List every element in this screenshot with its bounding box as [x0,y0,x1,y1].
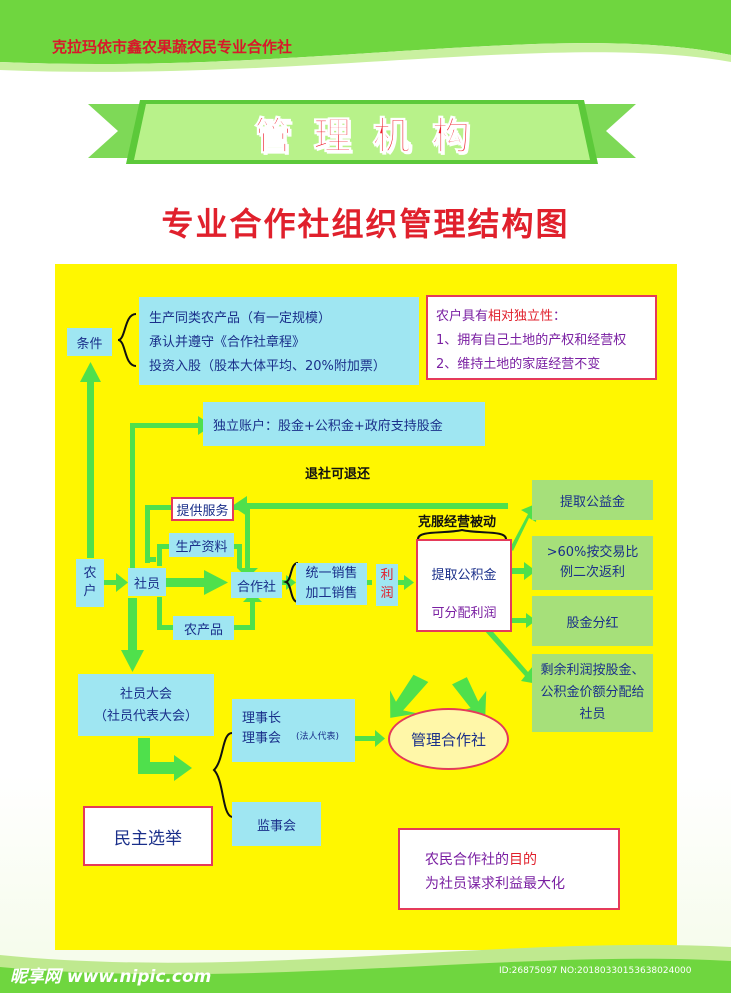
election-box: 民主选举 [83,806,213,866]
watermark-brand: 昵享网 www.nipic.com [10,967,212,987]
supervisory-node: 监事会 [232,802,321,846]
bottom-wave-decoration [0,944,731,993]
sales-label-2: 加工销售 [305,586,358,601]
withdraw-label: 退社可退还 [305,467,371,482]
independence-box: 农户具有相对独立性： 1、拥有自己土地的产权和经营权 2、维持土地的家庭经营不变 [426,295,657,380]
coop-node: 合作社 [231,572,282,598]
overcome-label: 克服经营被动 [418,515,497,530]
independence-title-emph: 相对独立性 [488,309,554,324]
assembly-node: 社员大会 （社员代表大会） [78,674,214,736]
output-rebate: >60%按交易比例二次返利 [532,536,653,590]
output-public-fund: 提取公益金 [532,480,653,520]
legal-rep-label: (法人代表) [296,732,340,742]
farmer-label: 农户 [83,566,97,599]
chairman-label: 理事长 [242,711,282,726]
output-remaining: 剩余利润按股金、公积金价额分配给社员 [532,654,653,732]
services-node: 提供服务 [171,497,234,521]
profit-label: 利润 [380,568,394,601]
condition-item: 承认并遵守《合作社章程》 [149,335,306,350]
council-label: 理事会 [242,731,282,746]
top-wave-decoration [0,0,731,72]
distributable-label: 可分配利润 [431,606,497,621]
output-dividend: 股金分红 [532,596,653,646]
sales-node: 统一销售 加工销售 [296,563,367,605]
independence-title-pre: 农户具有 [436,309,489,324]
reserve-box: 提取公积金 可分配利润 [416,539,512,632]
materials-node: 生产资料 [169,533,234,557]
sales-label-1: 统一销售 [305,566,358,581]
independence-item: 2、维持土地的家庭经营不变 [436,357,601,372]
org-name: 克拉玛依市鑫农果蔬农民专业合作社 [52,38,293,56]
member-node: 社员 [128,568,166,596]
farmer-node: 农户 [76,559,104,607]
condition-item: 投资入股（股本大体平均、20%附加票） [149,359,386,374]
assembly-sub-label: （社员代表大会） [93,709,198,724]
profit-node: 利润 [376,564,398,606]
purpose-line2: 为社员谋求利益最大化 [425,876,565,892]
watermark-id: ID:26875097 NO:20180330153638024000 [499,966,692,976]
main-title: 专业合作社组织管理结构图 [161,205,570,243]
reserve-label: 提取公积金 [431,568,497,583]
condition-item: 生产同类农产品（有一定规模） [149,311,332,326]
independence-item: 1、拥有自己土地的产权和经营权 [436,333,627,348]
purpose-line1-pre: 农民合作社的 [425,852,509,868]
independence-title-post: ： [553,309,567,324]
council-node: 理事长 理事会 (法人代表) [232,699,355,762]
manage-ellipse: 管理合作社 [388,708,509,770]
ribbon-banner [88,100,636,164]
purpose-box: 农民合作社的目的 为社员谋求利益最大化 [398,828,620,910]
assembly-label: 社员大会 [119,687,172,702]
account-box: 独立账户：股金+公积金+政府支持股金 [203,402,485,446]
conditions-box: 生产同类农产品（有一定规模） 承认并遵守《合作社章程》 投资入股（股本大体平均、… [139,297,419,385]
purpose-line1-emph: 目的 [509,852,537,868]
conditions-label: 条件 [67,328,112,356]
produce-node: 农产品 [173,616,234,640]
banner-title: 管 理 机 构 [254,112,474,158]
